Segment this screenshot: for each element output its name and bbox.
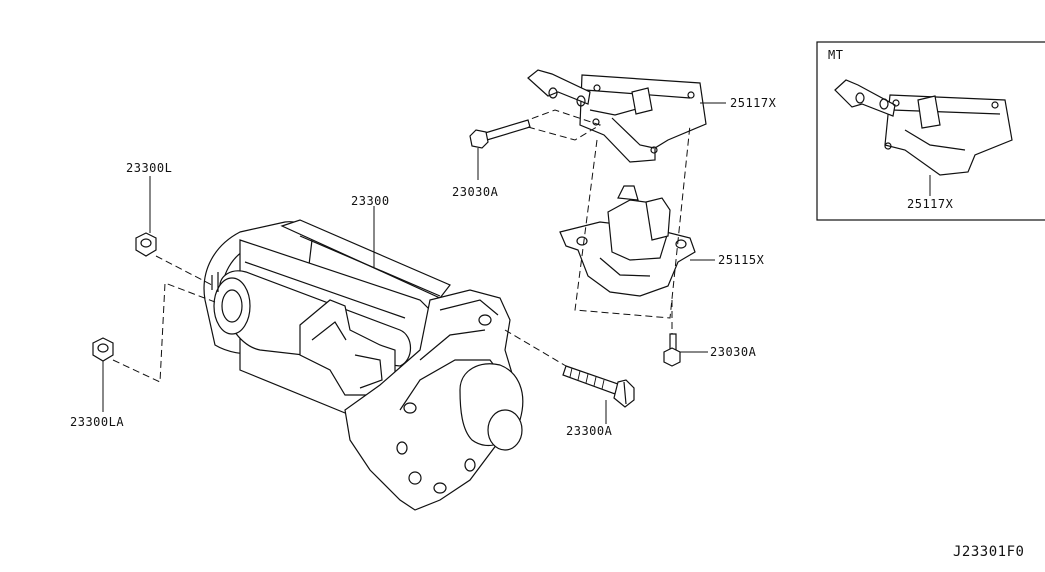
bolt-23030A-bottom-drawing bbox=[663, 333, 681, 367]
bracket-25117X-mt-drawing bbox=[834, 79, 1013, 176]
bolt-23300A-drawing bbox=[562, 365, 635, 408]
bolt-23030A-top-drawing bbox=[469, 119, 531, 149]
inset-title: MT bbox=[828, 48, 844, 62]
label-25117X-mt: 25117X bbox=[907, 197, 954, 211]
label-23030A-top: 23030A bbox=[452, 185, 499, 199]
label-25115X: 25115X bbox=[718, 253, 765, 267]
bracket-25117X-drawing bbox=[527, 69, 707, 163]
leader-lines bbox=[102, 102, 931, 424]
assembly-lines bbox=[112, 109, 691, 383]
starter-motor-drawing bbox=[203, 219, 524, 511]
label-23030A-bottom: 23030A bbox=[710, 345, 757, 359]
mt-inset-frame bbox=[816, 41, 1045, 221]
label-25117X: 25117X bbox=[730, 96, 777, 110]
label-23300L: 23300L bbox=[126, 161, 173, 175]
block-25115X-drawing bbox=[559, 185, 696, 297]
label-23300A: 23300A bbox=[566, 424, 613, 438]
label-23300LA: 23300LA bbox=[70, 415, 125, 429]
nut-23300LA-drawing bbox=[92, 337, 114, 362]
label-23300: 23300 bbox=[351, 194, 390, 208]
diagram-code: J23301F0 bbox=[953, 544, 1025, 560]
nut-23300L-drawing bbox=[135, 232, 157, 257]
